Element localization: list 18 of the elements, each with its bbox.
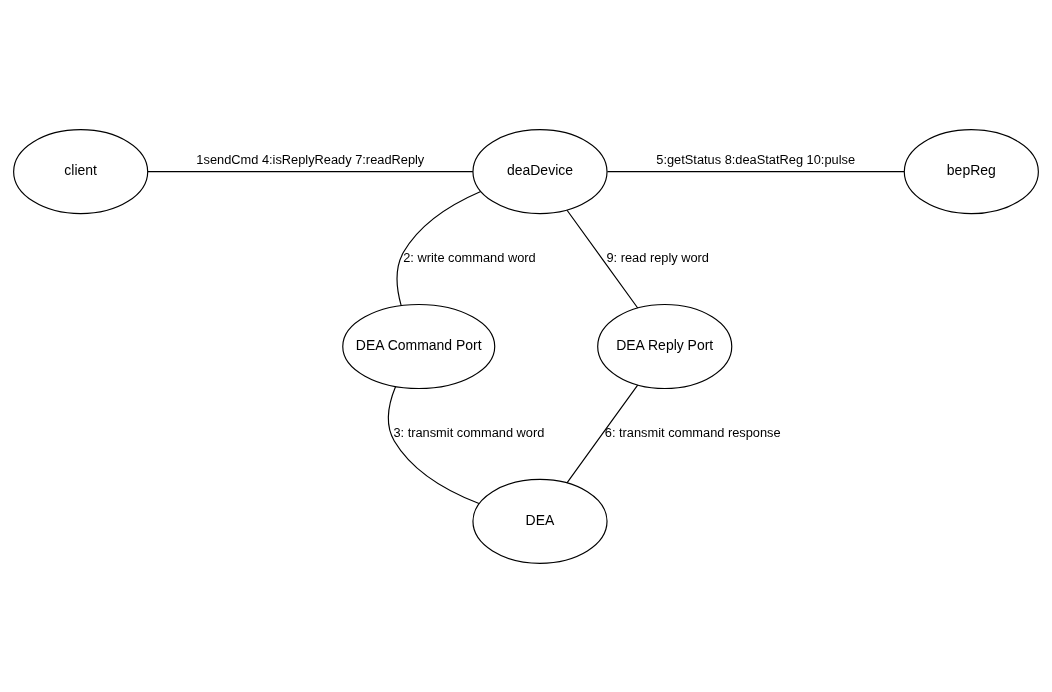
connector bbox=[566, 209, 639, 309]
connector bbox=[387, 385, 480, 504]
node-ellipse: deaDevice bbox=[472, 128, 608, 214]
edge-label: 1sendCmd 4:isReplyReady 7:readReply bbox=[196, 151, 425, 167]
node-ellipse: DEA Reply Port bbox=[597, 303, 733, 389]
edge-label: 2: write command word bbox=[403, 249, 536, 265]
node-ellipse: client bbox=[13, 128, 149, 214]
node-ellipse: bepReg bbox=[903, 128, 1039, 214]
node-ellipse: DEA bbox=[472, 478, 608, 564]
edge-label: 6: transmit command response bbox=[604, 424, 781, 440]
edge-label: 5:getStatus 8:deaStatReg 10:pulse bbox=[656, 151, 856, 167]
node-ellipse: DEA Command Port bbox=[342, 303, 496, 389]
edge-label: 3: transmit command word bbox=[393, 424, 545, 440]
connector bbox=[147, 170, 474, 172]
connector bbox=[566, 384, 639, 483]
connector bbox=[396, 190, 482, 306]
connector bbox=[606, 170, 905, 172]
edge-label: 9: read reply word bbox=[606, 249, 710, 265]
